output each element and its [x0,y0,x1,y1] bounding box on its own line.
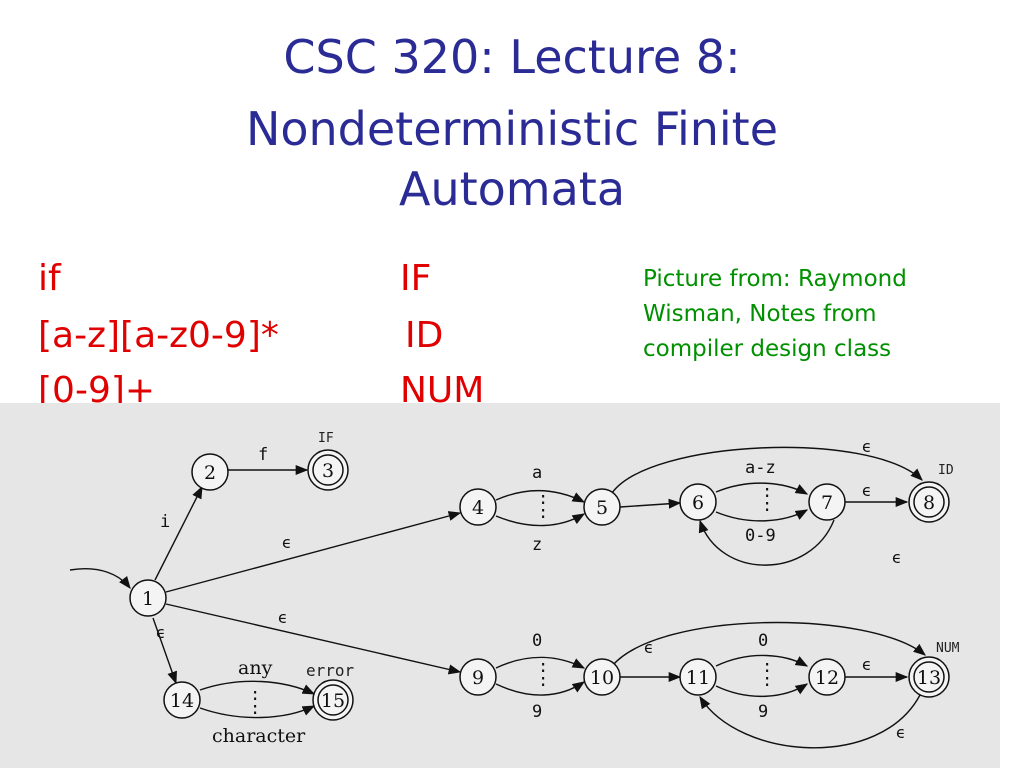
edge-1-4 [165,511,462,593]
edge-1-9 [165,603,462,675]
label-eps-1-14: ϵ [156,623,166,642]
label-dots-6-7b: : [762,496,772,516]
label-0-9-10: 0 [532,631,542,651]
state-15 [312,679,354,721]
title-line-2: Nondeterministic Finite [245,102,779,156]
state-1-label: 1 [142,588,154,610]
tag-id: ID [938,463,954,478]
label-0-11-12: 0 [758,631,768,651]
label-eps-7-6: ϵ [892,548,902,567]
edge-5-6 [619,498,682,509]
state-8-label: 8 [923,492,935,514]
tag-num: NUM [936,641,960,656]
label-z: z [532,535,542,555]
state-7-label: 7 [821,492,833,514]
label-eps-1-9: ϵ [278,608,288,627]
state-9 [459,658,497,696]
edge-9-10-9 [495,681,586,696]
edge-6-7-09 [715,509,809,522]
label-dots-6-7: : [762,482,772,502]
state-3-label: 3 [322,460,334,482]
label-dots-9-10: : [538,657,548,677]
state-10 [583,658,621,696]
edge-11-12-9 [715,683,809,697]
state-2 [191,453,229,491]
label-9-11-12: 9 [758,702,768,722]
state-15-label: 15 [321,690,345,712]
picture-credit: Picture from: Raymond Wisman, Notes from… [643,266,907,362]
state-13-label: 13 [917,667,941,689]
label-f: f [258,445,268,465]
label-eps-13-11: ϵ [896,723,906,742]
rule-token-if: IF [400,258,432,299]
state-11-label: 11 [686,667,710,689]
edge-6-7-az [715,482,809,495]
state-13 [908,656,950,698]
state-11 [679,658,717,696]
state-6 [679,483,717,521]
label-0-9: 0-9 [745,526,776,546]
label-i: i [160,512,170,532]
rule-pattern-if: if [38,258,61,299]
label-dots-14-15b: : [250,699,260,719]
state-14-label: 14 [170,690,194,712]
label-any: any [238,657,273,679]
title-line-1: CSC 320: Lecture 8: [283,30,741,84]
label-dots-11-12b: : [762,671,772,691]
edge-14-15-char [199,705,316,719]
state-2-label: 2 [204,462,216,484]
state-9-label: 9 [472,667,484,689]
state-4-label: 4 [472,497,484,519]
tag-if: IF [318,431,334,446]
label-eps-10-13: ϵ [644,638,654,657]
state-12-label: 12 [815,667,839,689]
edge-11-12-0 [715,654,809,667]
edge-13-11-loop [699,694,921,749]
title-line-3: Automata [398,162,626,216]
edge-1-2 [154,485,203,581]
label-eps-12-13: ϵ [862,655,872,674]
label-dots-14-15: : [250,685,260,705]
tag-error: error [306,661,355,680]
rule-token-id: ID [405,315,444,356]
state-10-label: 10 [590,667,614,689]
state-3 [307,449,349,491]
label-a: a [532,463,542,483]
label-dots-9-10b: : [538,671,548,691]
label-eps-7-8: ϵ [862,481,872,500]
edge-4-5-z [495,513,586,527]
label-dots-4-5b: : [538,503,548,523]
edge-4-5-a [495,490,586,503]
label-dots-4-5: : [538,489,548,509]
state-5-label: 5 [596,497,608,519]
edge-7-6-loop [698,519,835,566]
edge-9-10-0 [495,656,586,669]
state-1 [129,579,167,617]
rule-pattern-id: [a-z][a-z0-9]* [38,315,279,356]
label-eps-5-8: ϵ [862,437,872,456]
state-14 [163,681,201,719]
label-dots-11-12: : [762,657,772,677]
state-5 [583,488,621,526]
state-7 [808,483,846,521]
label-9-9-10: 9 [532,702,542,722]
edge-10-13 [611,621,926,667]
edge-5-8 [611,446,923,494]
label-eps-1-4: ϵ [282,533,292,552]
state-12 [808,658,846,696]
state-4 [459,488,497,526]
state-8 [908,481,950,523]
label-character: character [212,725,306,747]
edge-1-14 [152,617,177,685]
start-arrow [69,568,131,589]
edge-14-15-any [199,680,316,695]
state-6-label: 6 [692,492,704,514]
label-a-z: a-z [745,458,776,478]
